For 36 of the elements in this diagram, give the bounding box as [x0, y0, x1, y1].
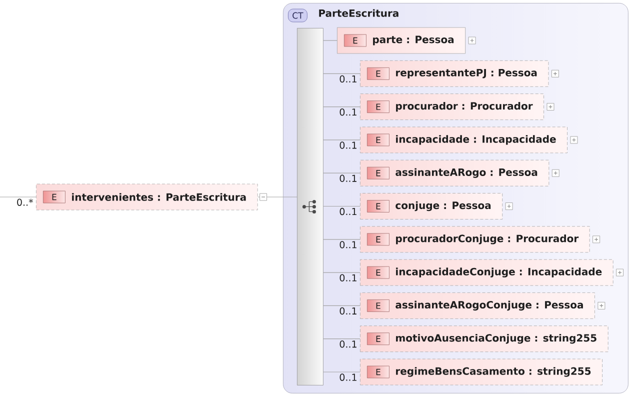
element-badge: E	[367, 366, 390, 378]
element-badge: E	[367, 332, 390, 346]
multiplicity-label: 0..1	[340, 75, 356, 83]
element-badge: E	[367, 166, 390, 180]
type-badge: CT	[288, 8, 308, 22]
connector-line	[323, 272, 360, 273]
element-badge: E	[43, 190, 66, 204]
element-badge: E	[367, 100, 390, 113]
connector-line	[323, 206, 360, 207]
multiplicity-label: 0..1	[340, 274, 356, 282]
multiplicity-label: 0..1	[340, 241, 356, 248]
connector-line	[323, 239, 360, 240]
multiplicity-label: 0..1	[340, 307, 356, 315]
connector-line	[323, 172, 360, 174]
connector-line	[323, 40, 338, 41]
multiplicity-label: 0..1	[340, 108, 356, 116]
multiplicity-label: 0..1	[340, 208, 356, 216]
multiplicity-label: 0..1	[340, 174, 356, 182]
multiplicity-label: 0..*	[17, 198, 34, 206]
element-badge: E	[367, 67, 390, 80]
connector-line	[323, 338, 360, 340]
element-badge: E	[344, 34, 366, 47]
connector-line	[323, 106, 360, 108]
connector-line	[257, 196, 298, 198]
element-badge: E	[367, 233, 390, 246]
multiplicity-label: 0..1	[340, 340, 356, 348]
element-badge: E	[367, 134, 390, 146]
connector-line	[323, 73, 360, 74]
sequence-bar	[297, 28, 324, 386]
element-badge: E	[367, 266, 390, 279]
multiplicity-label: 0..1	[340, 374, 356, 381]
connector-line	[323, 305, 360, 306]
multiplicity-label: 0..1	[340, 142, 356, 149]
element-badge: E	[367, 200, 390, 212]
connector-line	[0, 196, 36, 198]
element-badge: E	[367, 300, 390, 312]
